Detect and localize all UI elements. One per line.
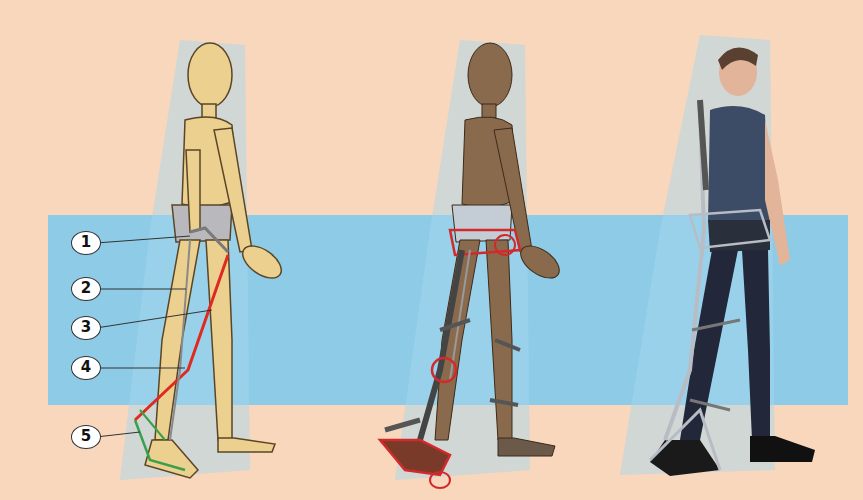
mannequin-prototype: [435, 43, 565, 456]
callout-number: 4: [71, 356, 101, 380]
exoskeleton-worn: [650, 100, 770, 470]
callout-number: 5: [71, 425, 101, 449]
callout-number: 2: [71, 277, 101, 301]
person-with-exoskeleton: [650, 48, 815, 476]
exoskeleton-prototype: [380, 230, 520, 488]
mannequin-schematic: [145, 43, 287, 478]
callout-number: 1: [71, 231, 101, 255]
leader-lines: [96, 236, 212, 437]
callout-number: 3: [71, 316, 101, 340]
exoskeleton-schematic: [135, 228, 228, 470]
